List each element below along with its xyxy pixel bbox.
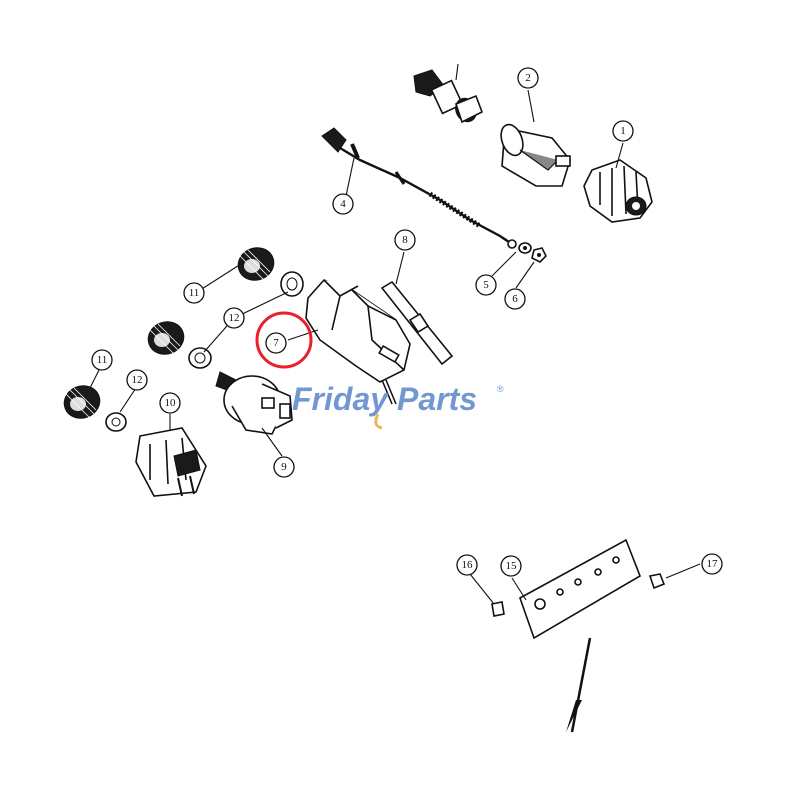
part-17-nut [648,573,666,590]
part-2-cylinder [500,123,571,187]
callout-11-lower: 11 [91,349,113,371]
svg-text:7: 7 [273,337,279,349]
part-1-knob-housing [583,159,653,223]
watermark-friday: Friday [292,381,390,417]
part-12-washer-middle [188,347,212,369]
callout-4: 4 [332,193,354,215]
callout-15: 15 [500,555,522,577]
svg-text:12: 12 [229,312,240,324]
part-7-switch-body [305,279,411,405]
part-11-knob-upper [237,247,275,281]
svg-text:16: 16 [462,559,474,571]
svg-text:11: 11 [189,287,200,299]
part-6-nut [531,247,547,263]
svg-text:8: 8 [402,234,408,246]
highlight-ring-callout-7 [255,311,313,369]
callout-12-upper: 12 [223,307,245,329]
svg-text:1: 1 [620,125,626,137]
part-plunger-assembly [413,69,484,124]
callout-16: 16 [456,554,478,576]
fridayparts-watermark: Friday Parts ® [292,381,504,430]
watermark-parts: Parts [397,381,477,417]
part-15-panel [519,538,641,733]
svg-text:15: 15 [506,560,518,572]
callout-11-upper: 11 [183,282,205,304]
part-4-cable [321,127,517,249]
callout-7: 7 [265,332,287,354]
part-16-screw [491,601,505,617]
svg-text:6: 6 [512,293,518,305]
callout-12-lower: 12 [126,369,148,391]
callout-8: 8 [394,229,416,251]
callout-10: 10 [159,392,181,414]
watermark-registered-mark: ® [497,384,504,394]
svg-text:4: 4 [340,198,346,210]
callout-6: 6 [504,288,526,310]
svg-text:10: 10 [165,397,177,409]
svg-text:17: 17 [707,558,719,570]
part-8-rod [380,280,454,366]
part-9-rotary-switch [215,371,293,435]
part-12-washer-upper [280,271,304,297]
part-10-switch-block [135,427,207,497]
callout-5: 5 [475,274,497,296]
part-11-knob-middle [147,321,185,355]
callout-17: 17 [701,553,723,575]
callout-1: 1 [612,120,634,142]
callout-9: 9 [273,456,295,478]
svg-text:9: 9 [281,461,287,473]
svg-text:5: 5 [483,279,489,291]
watermark-swoosh [374,413,383,430]
part-5-washer [518,242,532,254]
part-12-washer-lower [105,412,127,432]
svg-text:11: 11 [97,354,108,366]
svg-text:12: 12 [132,374,143,386]
callout-2: 2 [517,67,539,89]
svg-text:2: 2 [525,72,531,84]
part-11-knob-lower [63,385,101,419]
